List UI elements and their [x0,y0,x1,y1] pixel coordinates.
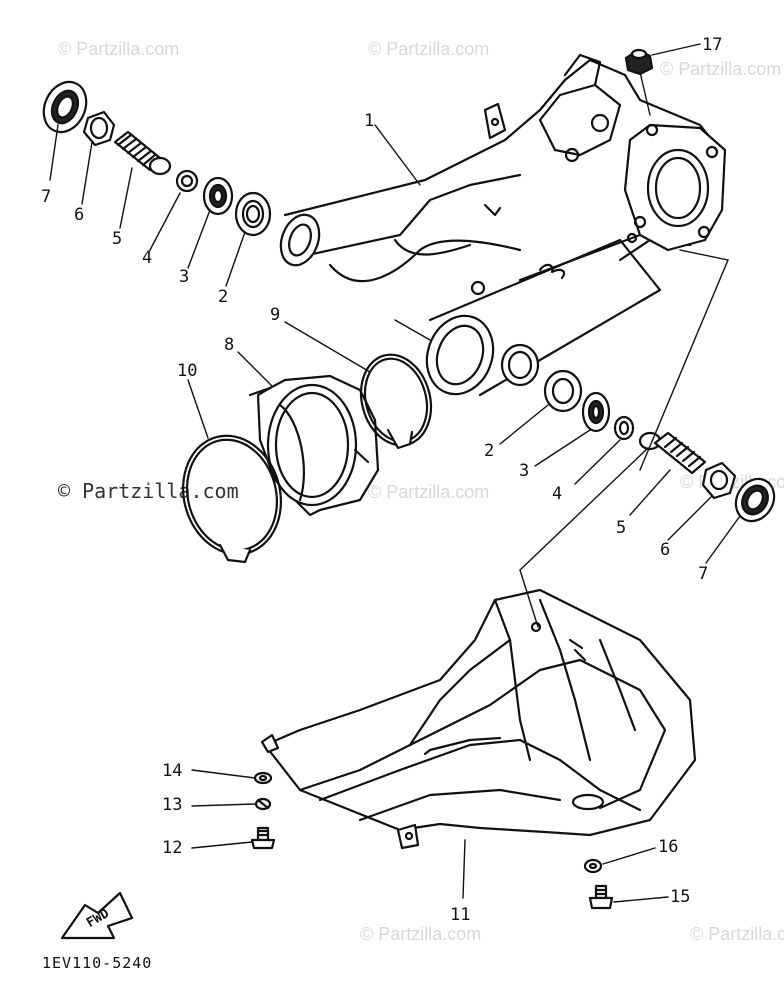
watermark-dark: © Partzilla.com [58,479,239,503]
spacer-4-top [175,169,199,193]
callout-5: 5 [112,229,122,249]
callout-4: 4 [552,484,562,504]
callout-3: 3 [519,461,529,481]
callout-6: 6 [74,205,84,225]
lockwasher-13 [254,797,272,811]
watermark: © Partzilla.com [660,59,781,79]
seal-7-top [42,80,88,134]
callout-17: 17 [702,35,722,55]
callout-5: 5 [616,518,626,538]
spacer-4-mid [613,415,635,441]
callout-11: 11 [450,905,470,925]
callout-1: 1 [364,111,374,131]
callout-9: 9 [270,305,280,325]
watermark: © Partzilla.com [368,39,489,59]
callout-12: 12 [162,838,182,858]
bearing-3-top [202,176,234,216]
bolt-15 [588,884,614,910]
callout-2: 2 [484,441,494,461]
callout-7: 7 [41,187,51,207]
bearing-2-mid [543,369,583,413]
callout-8: 8 [224,335,234,355]
callout-14: 14 [162,761,182,781]
washer-16 [583,858,603,874]
watermarks: © Partzilla.com © Partzilla.com © Partzi… [58,39,784,944]
callout-15: 15 [670,887,690,907]
pivot-shaft-5-top [113,130,172,176]
callout-3: 3 [179,267,189,287]
pivot-shaft-5-mid [638,431,707,475]
bearing-3-mid [581,391,611,433]
watermark: © Partzilla.com [360,924,481,944]
boot-8 [248,374,380,517]
callout-2: 2 [218,287,228,307]
bearing-2-top [234,191,272,237]
callout-6: 6 [660,540,670,560]
diagram-code: 1EV110-5240 [42,954,152,972]
watermark: © Partzilla.com [690,924,784,944]
swingarm-1 [279,53,727,397]
fwd-arrow-icon: FWD [60,891,134,940]
collar-6-top [82,110,116,147]
callout-10: 10 [177,361,197,381]
bolt-12 [250,826,276,850]
guard-plate-11 [260,588,697,850]
nut-17 [624,48,654,76]
watermark: © Partzilla.com [368,482,489,502]
leader-lines [49,43,741,903]
washer-14 [253,771,273,785]
callout-labels: 7 6 5 4 3 2 1 17 9 8 10 2 3 4 5 6 7 14 1… [41,35,722,925]
callout-16: 16 [658,837,678,857]
callout-7: 7 [698,564,708,584]
collar-6-mid [701,461,737,500]
watermark: © Partzilla.com [58,39,179,59]
seal-7-mid [734,477,776,523]
callout-13: 13 [162,795,182,815]
clamp-10 [182,434,282,564]
callout-4: 4 [142,248,152,268]
clamp-9 [359,353,433,450]
